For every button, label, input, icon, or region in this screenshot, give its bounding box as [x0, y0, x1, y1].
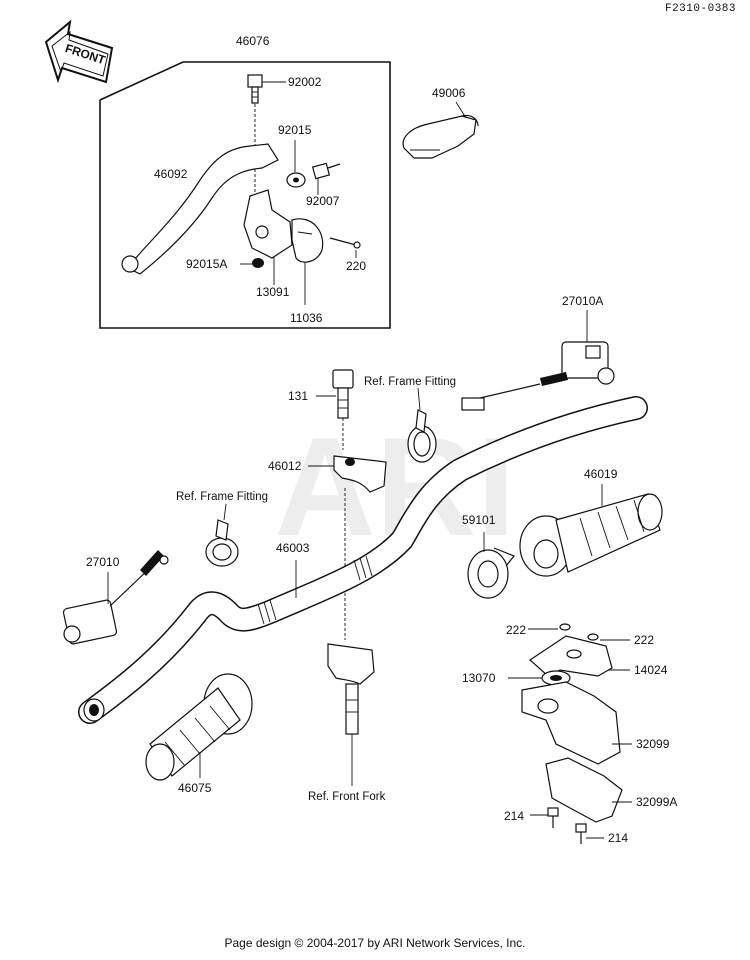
label-32099: 32099	[636, 737, 670, 751]
label-13070: 13070	[462, 671, 496, 685]
switch-27010	[62, 550, 169, 645]
ref-front-fork: Ref. Front Fork	[308, 791, 386, 803]
pulley-59101	[467, 547, 515, 599]
screw-222-left	[559, 623, 571, 631]
housing-32099	[521, 681, 621, 765]
label-46012: 46012	[268, 459, 302, 473]
label-14024: 14024	[634, 663, 668, 677]
label-11036: 11036	[290, 311, 323, 325]
label-59101: 59101	[462, 513, 496, 527]
frame-fitting-clip-left	[205, 519, 239, 567]
handlebar-46003	[78, 396, 648, 724]
label-32099A: 32099A	[636, 795, 677, 809]
clutch-lever-46092	[127, 143, 279, 275]
label-46075: 46075	[178, 781, 212, 795]
cover-14024	[529, 635, 613, 677]
nut-92015	[286, 172, 306, 188]
label-27010: 27010	[86, 555, 120, 569]
label-49006: 49006	[432, 86, 466, 100]
footer-copyright: Page design © 2004-2017 by ARI Network S…	[224, 936, 526, 950]
screw-222-right	[587, 633, 599, 641]
label-214-left: 214	[504, 809, 524, 823]
switch-27010A	[461, 341, 615, 411]
screw-92007	[311, 162, 341, 180]
ref-frame-fitting-left: Ref. Frame Fitting	[176, 491, 268, 503]
label-92015: 92015	[278, 123, 312, 137]
lever-boot-49006	[402, 114, 479, 159]
label-92007: 92007	[306, 194, 340, 208]
label-214-right: 214	[608, 831, 628, 845]
label-92015A: 92015A	[186, 257, 227, 271]
label-220: 220	[346, 259, 366, 273]
front-arrow-icon: FRONT	[44, 19, 114, 84]
bolt-131	[332, 369, 354, 419]
holder-lower	[327, 643, 375, 735]
screw-214-left	[547, 807, 559, 828]
ref-frame-fitting-top: Ref. Frame Fitting	[364, 376, 456, 388]
lever-assembly-frame	[99, 61, 391, 329]
housing-32099A	[545, 757, 623, 823]
frame-fitting-clip-top	[407, 409, 437, 463]
label-46019: 46019	[584, 467, 618, 481]
grip-46075	[145, 673, 253, 781]
label-46076: 46076	[236, 34, 270, 48]
label-222-left: 222	[506, 623, 526, 637]
label-131: 131	[288, 389, 308, 403]
label-27010A: 27010A	[562, 294, 603, 308]
bracket-13091	[243, 189, 293, 268]
drawing-code: F2310-0383	[664, 3, 736, 15]
throttle-grip-46019	[519, 493, 663, 577]
label-92002: 92002	[288, 75, 322, 89]
label-46092: 46092	[154, 167, 188, 181]
label-222-right: 222	[634, 633, 654, 647]
holder-upper-46012	[333, 455, 387, 493]
screw-214-right	[575, 823, 587, 844]
clamp-11036	[291, 218, 324, 263]
label-46003: 46003	[276, 541, 310, 555]
bolt-92002	[247, 74, 263, 104]
label-13091: 13091	[256, 285, 290, 299]
